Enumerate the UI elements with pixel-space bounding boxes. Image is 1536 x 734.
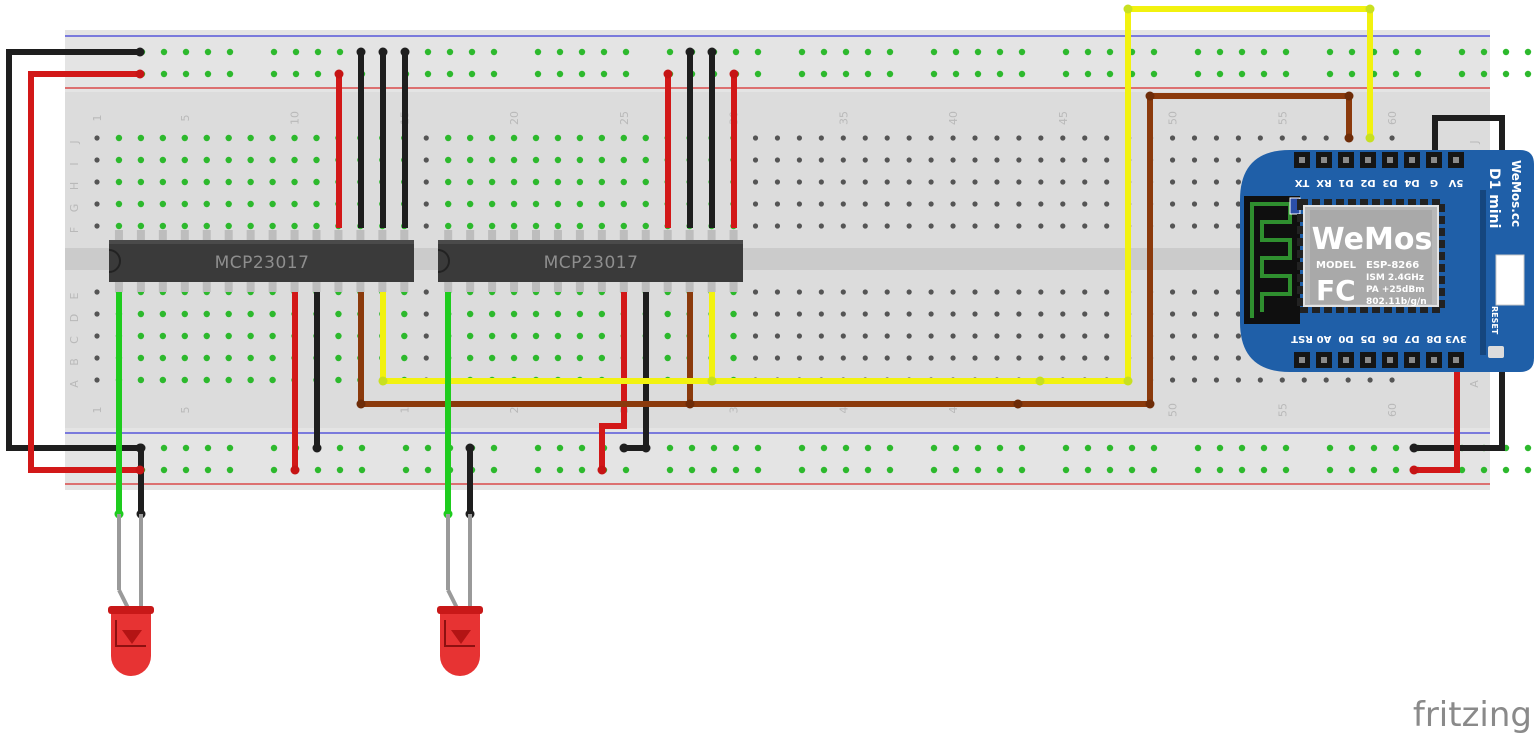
led-2 (437, 514, 483, 676)
module-pin-label-top: D3 (1382, 177, 1397, 188)
row-letter-bottom-left: E (68, 292, 81, 299)
red-wire-module-3v3 (1414, 360, 1460, 473)
column-number-top: 25 (618, 111, 631, 125)
row-letter-top-left: H (68, 182, 81, 190)
module-spec-2: PA +25dBm (1366, 285, 1425, 295)
module-brand-side: WeMos.cc (1509, 160, 1523, 227)
module-pin-label-top: D2 (1360, 177, 1375, 188)
module-spec-3: 802.11b/g/n (1366, 297, 1427, 307)
module-logo: WeMos (1312, 222, 1433, 257)
row-letter-top-left: I (68, 162, 81, 165)
column-number-bottom: 55 (1276, 403, 1289, 417)
bottom-power-rail (65, 428, 1490, 490)
module-name: D1 mini (1486, 168, 1502, 228)
column-number-bottom: 1 (398, 407, 411, 414)
black-wire-module-gnd (1414, 115, 1505, 451)
column-number-bottom: 2 (508, 407, 521, 414)
row-letter-bottom-left: A (68, 380, 81, 388)
top-power-rail (65, 30, 1490, 92)
column-number-top: 60 (1386, 111, 1399, 125)
red-wire-rail-loop (28, 71, 140, 473)
module-pin-label-bottom: A0 (1317, 333, 1332, 344)
module-model-value: ESP-8266 (1366, 260, 1419, 271)
column-number-bottom: 4 (837, 407, 850, 414)
module-pin-label-top: G (1430, 177, 1438, 188)
module-pin-label-top: D1 (1338, 177, 1353, 188)
module-pin-label-bottom: D6 (1382, 333, 1397, 344)
module-pin-label-bottom: D5 (1360, 333, 1375, 344)
column-number-top: 40 (947, 111, 960, 125)
module-pin-label-bottom: D0 (1338, 333, 1353, 344)
row-letter-top-left: F (68, 227, 81, 233)
module-pin-label-bottom: D8 (1426, 333, 1441, 344)
fritzing-watermark: fritzing (1413, 695, 1532, 734)
chip-2-label: MCP23017 (544, 253, 639, 273)
row-letter-top-left: G (68, 204, 81, 213)
chip-1-label: MCP23017 (215, 253, 310, 273)
module-pin-label-top: RX (1316, 177, 1332, 188)
module-pin-label-bottom: 3V3 (1445, 333, 1467, 344)
black-wire-rail-loop (6, 49, 140, 451)
red-wire-chip2-bottom (599, 292, 627, 470)
module-pin-label-top: D4 (1404, 177, 1419, 188)
module-spec-1: ISM 2.4GHz (1366, 273, 1424, 283)
column-number-top: 45 (1057, 111, 1070, 125)
module-reset-label: RESET (1490, 306, 1499, 335)
led-1 (108, 514, 154, 676)
column-number-bottom: 5 (179, 407, 192, 414)
column-number-top: 35 (837, 111, 850, 125)
column-number-bottom: 50 (1167, 403, 1180, 417)
column-number-bottom: 3 (728, 407, 741, 414)
column-number-top: 50 (1167, 111, 1180, 125)
module-fcc: FC (1316, 274, 1356, 307)
column-number-top: 55 (1276, 111, 1289, 125)
column-number-top: 20 (508, 111, 521, 125)
row-letter-top-right: J (1468, 140, 1481, 144)
row-letter-bottom-left: C (68, 336, 81, 344)
module-pin-label-top: TX (1294, 177, 1309, 188)
module-pin-label-bottom: D7 (1404, 333, 1419, 344)
row-letter-bottom-right: A (1468, 380, 1481, 388)
mcp23017-chip-2: MCP23017 (437, 230, 743, 292)
yellow-wire-bus (380, 6, 1373, 384)
module-model-label: MODEL (1316, 260, 1357, 271)
center-channel (65, 248, 1490, 270)
module-pin-headers: TX RX D1 D2 D3 D4 G 5V RST A0 D0 D5 D6 D7 D8 3V3 (1291, 152, 1467, 368)
wemos-d1-mini: WeMos MODEL ESP-8266 FC ISM 2.4GHz PA +2… (1240, 150, 1534, 372)
column-number-bottom: 1 (91, 407, 104, 414)
module-pin-label-bottom: RST (1291, 333, 1313, 344)
mcp23017-chip-1: MCP23017 (108, 230, 414, 292)
column-number-bottom: 4 (947, 407, 960, 414)
row-letter-bottom-left: D (68, 314, 81, 322)
module-pin-label-top: 5V (1448, 177, 1463, 188)
column-number-top: 1 (91, 115, 104, 122)
column-number-bottom: 60 (1386, 403, 1399, 417)
column-number-top: 5 (179, 115, 192, 122)
row-letter-bottom-left: B (68, 358, 81, 366)
antenna-trace (1244, 196, 1300, 324)
wires (6, 6, 1505, 514)
column-number-top: 10 (289, 111, 302, 125)
row-letter-top-left: J (68, 140, 81, 144)
brown-wire-bus (358, 93, 1352, 407)
